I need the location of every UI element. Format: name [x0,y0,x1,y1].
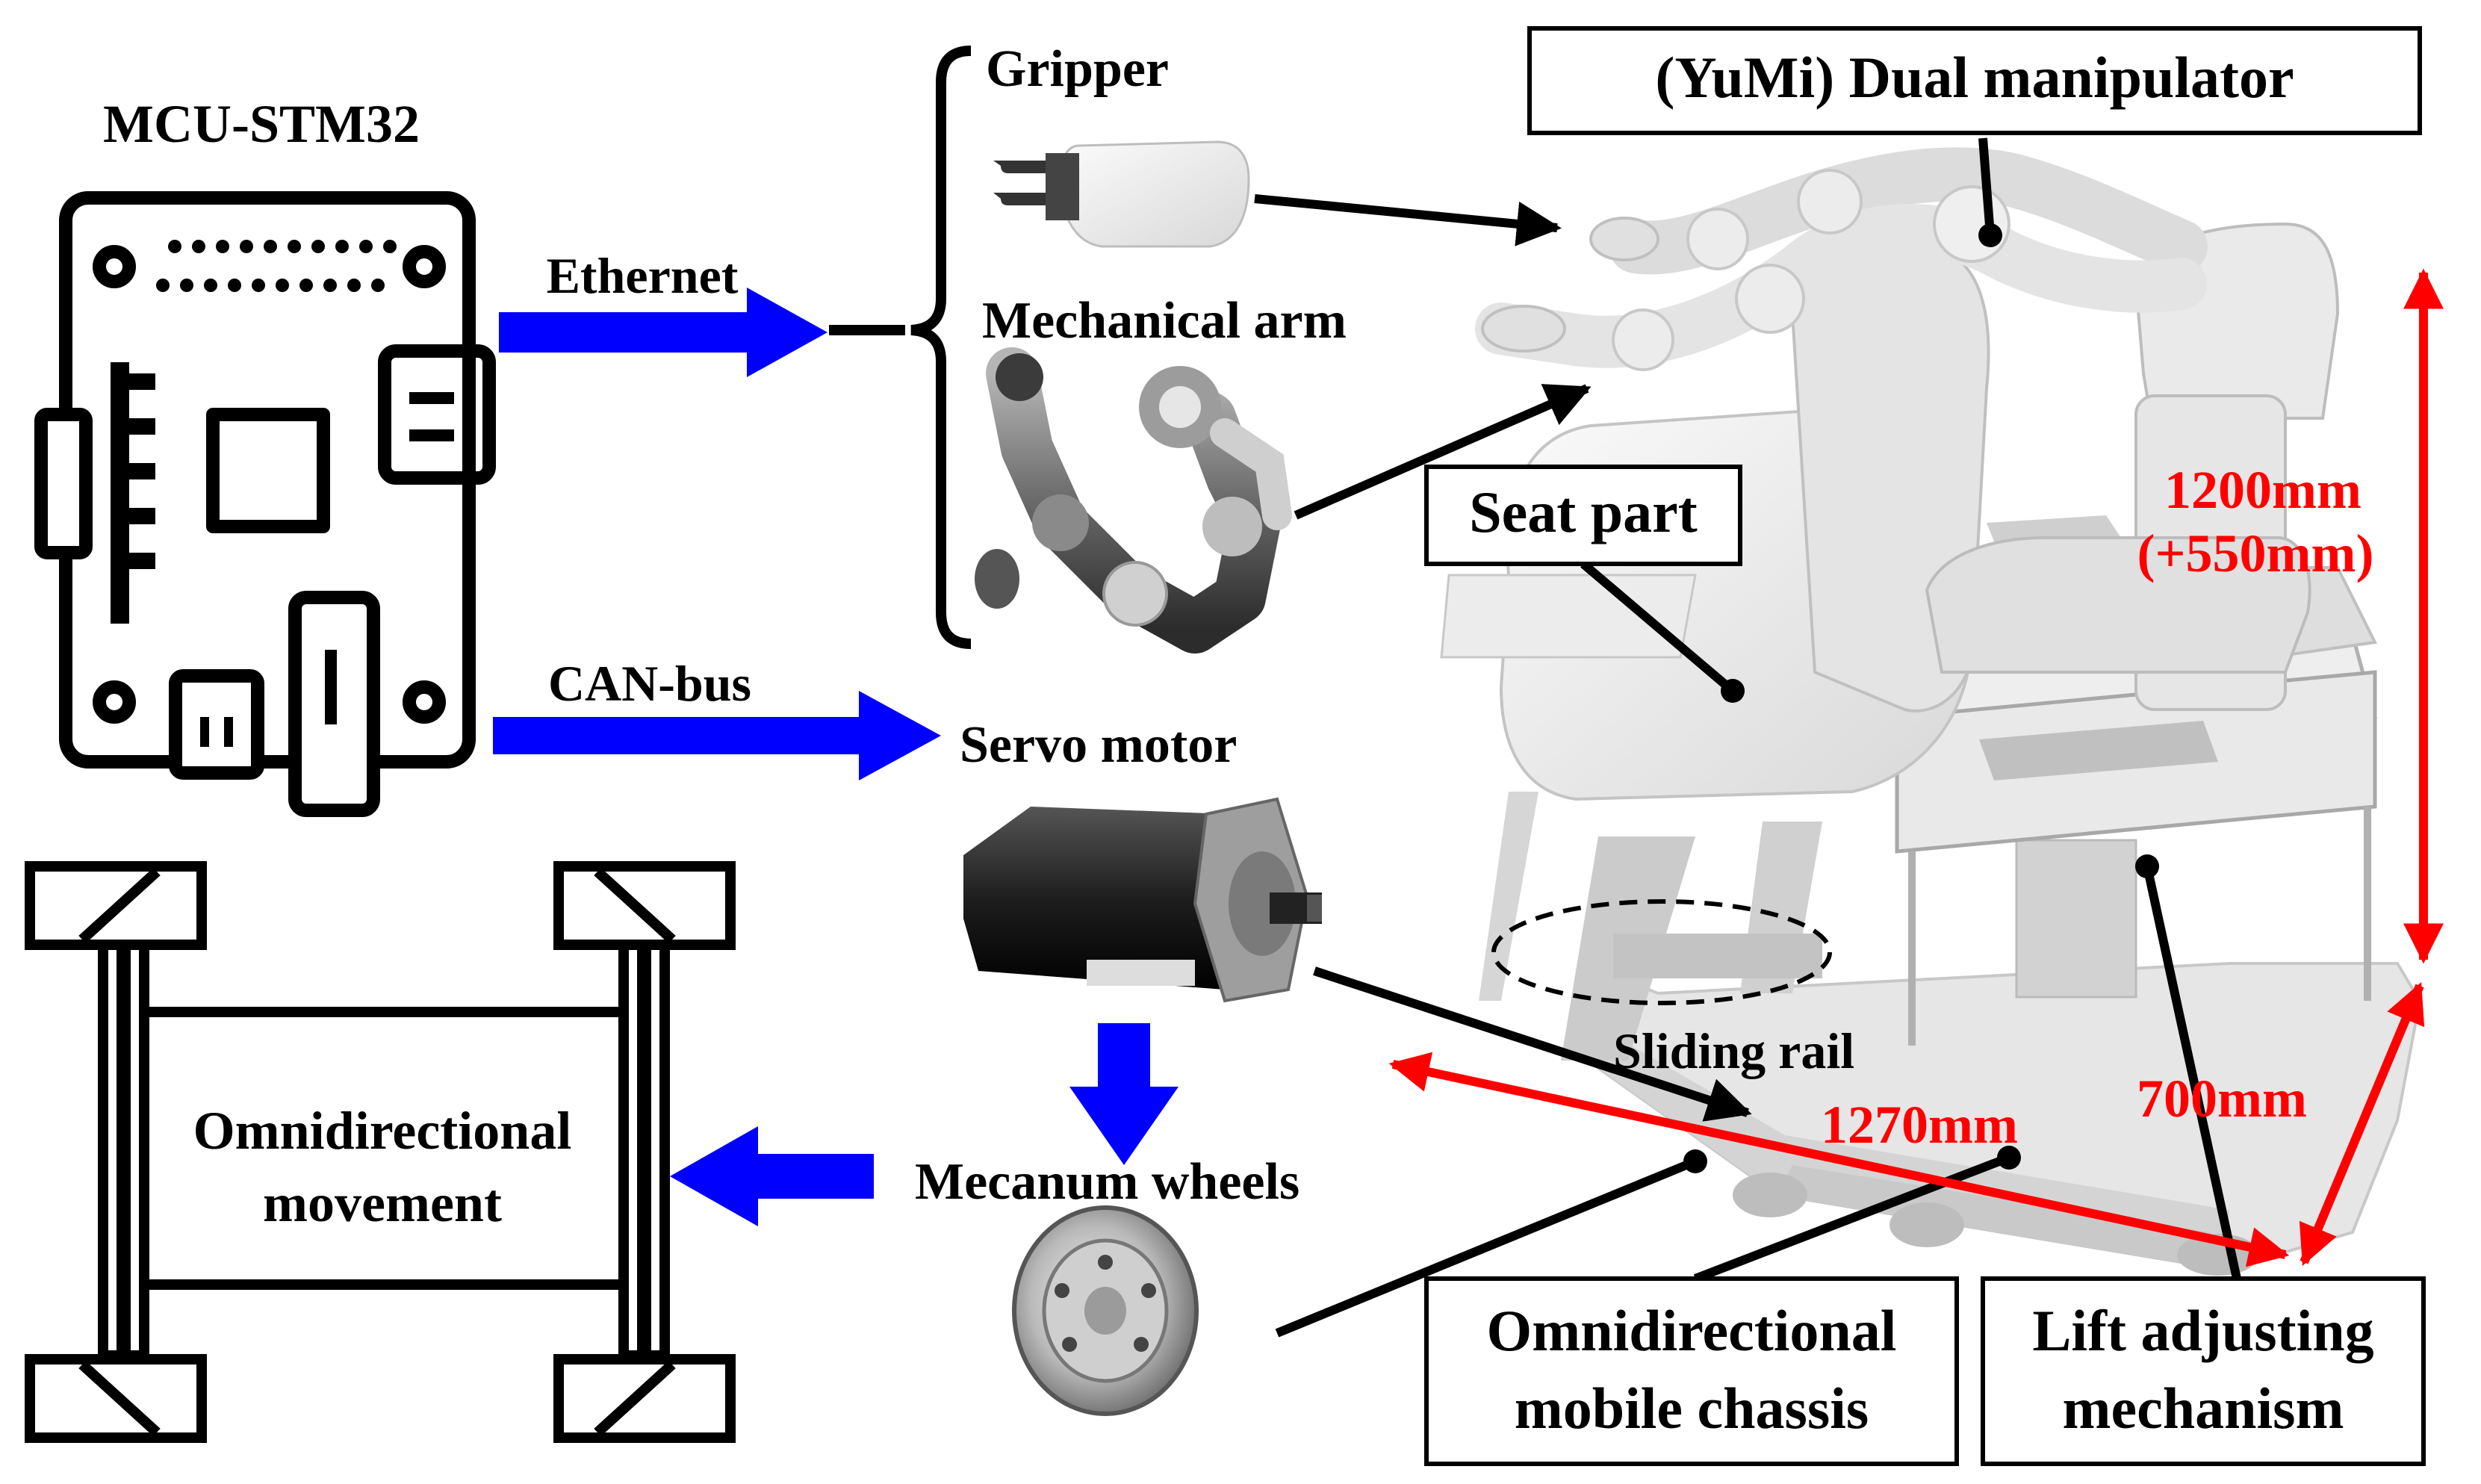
gpio-pin [323,279,337,292]
gripper-pointer-arrow [1254,194,1562,246]
omni-movement-label-line2: movement [263,1173,502,1233]
gripper-label: Gripper [986,40,1169,98]
can-bus-arrow [493,691,941,780]
gpio-pin [311,240,325,253]
gpio-header-pins [156,240,397,292]
width-dimension-label: 1270mm [1821,1095,2018,1155]
component-brace [829,46,972,649]
lift-label-line2: mechanism [2063,1376,2344,1441]
gpio-pin [347,279,361,292]
gpio-pin [288,240,301,253]
yumi-label: (YuMi) Dual manipulator [1655,45,2294,110]
width-dimension-arrow [1388,1052,2290,1267]
gpio-pin [371,279,385,292]
mcu-label: MCU-STM32 [103,94,420,154]
wheels-to-movement-arrow [670,1126,874,1226]
mechanical-arm-label: Mechanical arm [982,292,1347,350]
dimension-arrows [1388,268,2444,1267]
sliding-rail-highlight [1491,899,1832,1005]
can-bus-label: CAN-bus [548,655,751,712]
gpio-pin [252,279,265,292]
ethernet-arrow [499,288,827,377]
seat-part-label: Seat part [1469,479,1697,544]
seat-label-box [1424,465,1742,566]
sliding-rail-label: Sliding rail [1613,1022,1854,1079]
gripper-image [993,140,1250,248]
mechanical-arm-image [975,347,1292,653]
mecanum-wheel-image [1012,1205,1199,1416]
gpio-pin [383,240,397,253]
signal-arrows [493,288,1179,1226]
gpio-pin [264,240,277,253]
gpio-pin [228,279,241,292]
mecanum-wheels-label: Mecanum wheels [915,1153,1300,1211]
yumi-label-box [1527,26,2422,135]
gpio-pin [335,240,349,253]
lift-label-line1: Lift adjusting [2032,1298,2373,1363]
gpio-pin [180,279,193,292]
gpio-pin [299,279,313,292]
chassis-label-line1: Omnidirectional [1487,1298,1897,1363]
servo-motor-label: Servo motor [960,716,1237,774]
chassis-label-box [1424,1276,1959,1466]
servo-motor-image [963,797,1322,1003]
gpio-pin [359,240,373,253]
gpio-pin [192,240,205,253]
label-boxes [1424,26,2426,1466]
arm-pointer-arrow [1294,384,1592,520]
omni-movement-label-line1: Omnidirectional [193,1101,572,1161]
ethernet-label: Ethernet [547,247,739,304]
gpio-pin [276,279,289,292]
gpio-pin [156,279,170,292]
chassis-label-line2: mobile chassis [1515,1376,1869,1441]
gpio-pin [240,240,253,253]
height-dimension-label: 1200mm [2164,460,2362,520]
depth-dimension-arrow [2299,982,2425,1266]
servo-to-wheels-arrow [1069,1023,1179,1165]
gpio-pin [168,240,181,253]
height-extra-dimension-label: (+550mm) [2137,524,2374,583]
lift-label-box [1981,1276,2426,1466]
mcu-board-icon [34,191,496,817]
yumi-pointer-line [1978,137,1995,236]
chassis-schematic-icon [25,861,736,1443]
seat-pointer-line [1580,560,1736,695]
gpio-pin [216,240,229,253]
gpio-pin [204,279,217,292]
depth-dimension-label: 700mm [2137,1069,2307,1128]
